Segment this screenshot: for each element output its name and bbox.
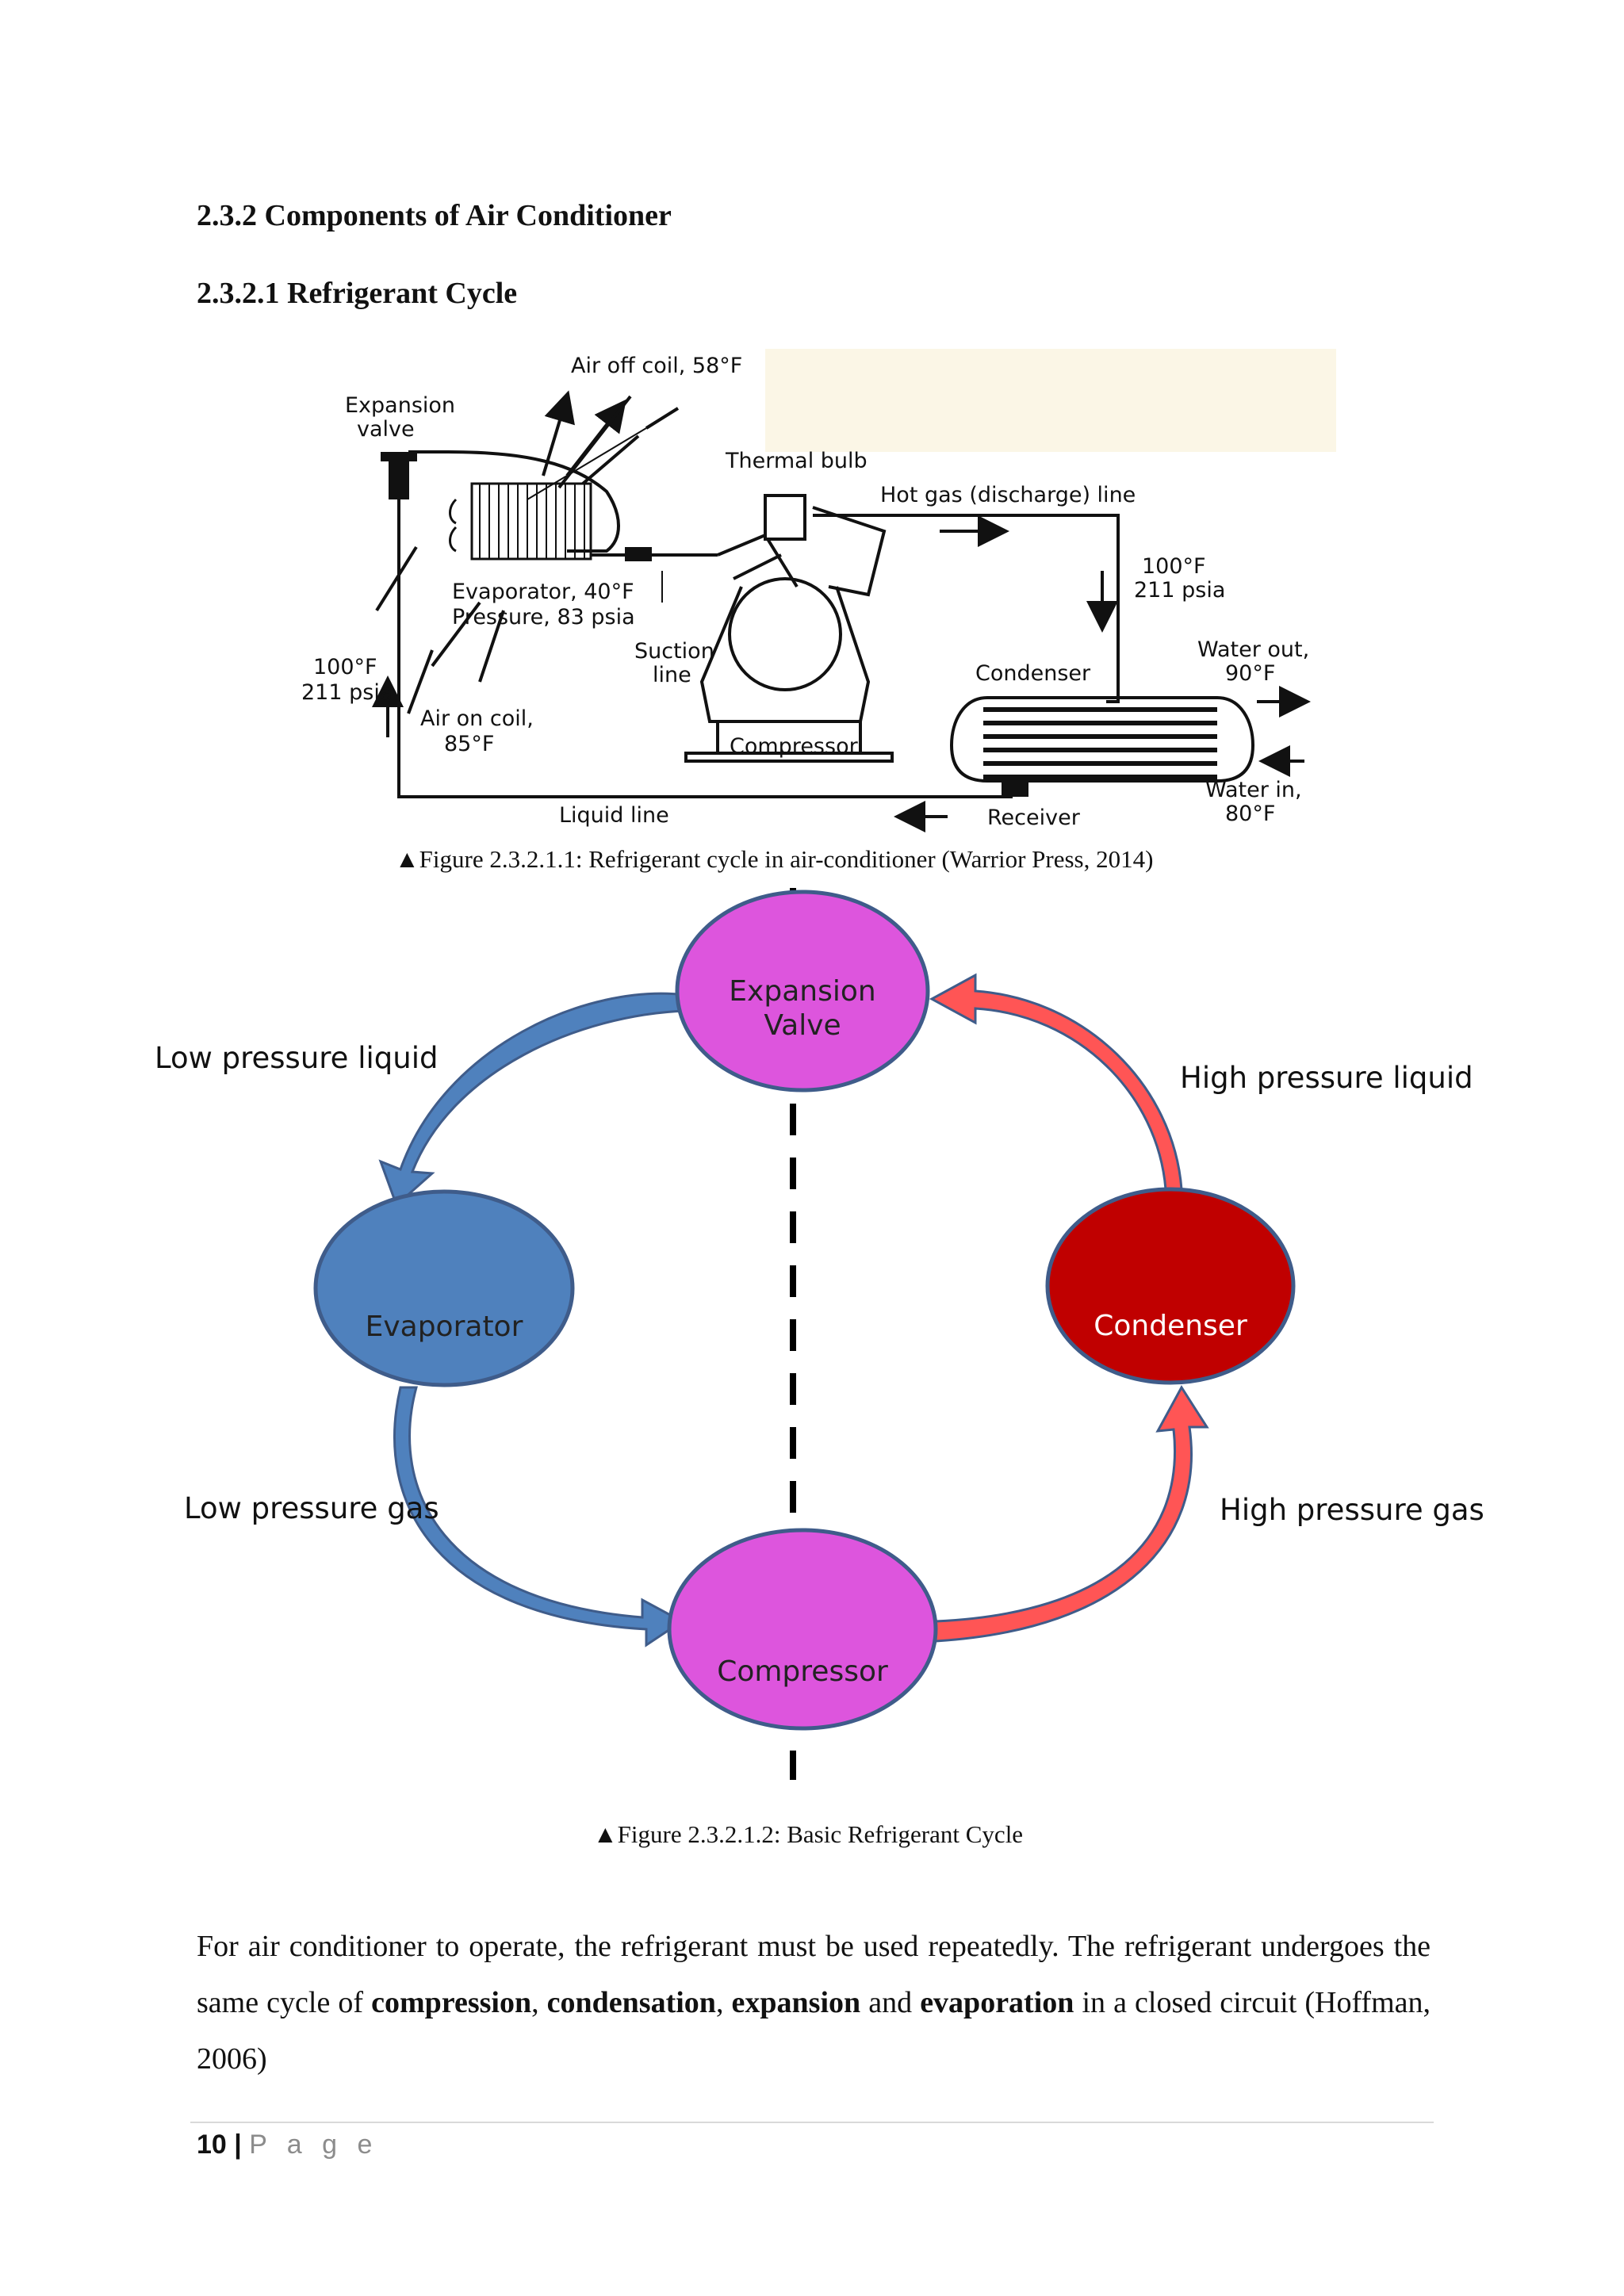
fig1-label: 80°F xyxy=(1225,802,1275,826)
compressor-label: Compressor xyxy=(717,1655,888,1688)
fig1-label: valve xyxy=(357,417,415,442)
low-pressure-gas-label: Low pressure gas xyxy=(184,1491,439,1525)
basic-refrigerant-cycle: Expansion Valve Evaporator Condenser Com… xyxy=(0,888,1624,1792)
page-number: 10 xyxy=(197,2130,227,2160)
condenser-node xyxy=(1045,1187,1296,1385)
fig1-label: Compressor xyxy=(730,734,859,759)
fig1-label: line xyxy=(653,663,691,687)
fig1-label: Condenser xyxy=(975,661,1091,686)
arrow-high-pressure-liquid xyxy=(929,973,1183,1191)
term-condensation: condensation xyxy=(546,1986,716,2019)
low-pressure-liquid-label: Low pressure liquid xyxy=(155,1041,438,1075)
term-expansion: expansion xyxy=(731,1986,861,2019)
body-paragraph: For air conditioner to operate, the refr… xyxy=(197,1919,1431,2087)
condenser-label: Condenser xyxy=(1094,1310,1247,1342)
refrigerant-cycle-schematic: Expansion valve Air off coil, 58°F Therm… xyxy=(289,349,1336,840)
figure-1-caption: ▲Figure 2.3.2.1.1: Refrigerant cycle in … xyxy=(395,845,1154,873)
compressor-node xyxy=(667,1528,938,1731)
paragraph-text: For air conditioner to operate, the refr… xyxy=(197,1930,1431,2019)
fig1-label: 211 psia xyxy=(301,680,393,705)
paragraph-separator: , xyxy=(715,1986,732,2019)
high-pressure-liquid-label: High pressure liquid xyxy=(1180,1061,1473,1095)
fig1-label: 85°F xyxy=(444,732,494,756)
fig1-label: Suction xyxy=(634,639,714,664)
hot-gas-line xyxy=(813,514,1120,703)
fig1-label: 100°F xyxy=(313,655,377,679)
section-heading: 2.3.2 Components of Air Conditioner xyxy=(197,199,672,232)
page-footer: 10 | P a g e xyxy=(197,2130,378,2160)
fig1-label: Hot gas (discharge) line xyxy=(880,483,1136,507)
arrow-low-pressure-gas xyxy=(393,1386,684,1647)
fig1-label: Air off coil, 58°F xyxy=(571,354,742,378)
fig1-label: Receiver xyxy=(987,806,1081,830)
evaporator-node xyxy=(313,1189,575,1387)
term-compression: compression xyxy=(371,1986,532,2019)
paragraph-text: in a closed circuit (Hoffman, 2006) xyxy=(197,1986,1431,2076)
schematic-drawing: Expansion valve Air off coil, 58°F Therm… xyxy=(301,349,1336,832)
fig1-label: 211 psia xyxy=(1134,578,1225,603)
expansion-valve-node xyxy=(675,890,930,1093)
arrow-high-pressure-gas xyxy=(934,1385,1209,1643)
fig1-label: 100°F xyxy=(1142,554,1206,579)
paragraph-separator: , xyxy=(531,1986,547,2019)
cycle-drawing: Expansion Valve Evaporator Condenser Com… xyxy=(155,888,1484,1780)
fig1-label: Water out, xyxy=(1197,637,1309,662)
high-pressure-gas-label: High pressure gas xyxy=(1220,1493,1484,1527)
term-evaporation: evaporation xyxy=(920,1986,1074,2019)
fig1-label: 90°F xyxy=(1225,661,1275,686)
fig1-label: Air on coil, xyxy=(420,706,534,731)
subsection-heading: 2.3.2.1 Refrigerant Cycle xyxy=(197,277,518,310)
figure-2-caption: ▲Figure 2.3.2.1.2: Basic Refrigerant Cyc… xyxy=(593,1820,1024,1848)
fig1-label: Liquid line xyxy=(559,803,669,828)
footer-separator: | xyxy=(226,2130,250,2160)
fig1-label: Expansion xyxy=(345,393,455,418)
scan-tint xyxy=(765,349,1336,452)
footer-rule xyxy=(190,2122,1434,2123)
evaporator-label: Evaporator xyxy=(366,1311,523,1343)
expansion-valve-label-1: Expansion xyxy=(729,975,875,1008)
paragraph-separator: and xyxy=(860,1986,921,2019)
fig1-label: Thermal bulb xyxy=(725,449,868,473)
fig1-label: Pressure, 83 psia xyxy=(452,605,635,629)
arrow-low-pressure-liquid xyxy=(378,992,688,1207)
fig1-label: Water in, xyxy=(1205,778,1302,802)
fig1-label: Evaporator, 40°F xyxy=(452,580,634,604)
expansion-valve-body xyxy=(389,460,409,499)
expansion-valve-label-2: Valve xyxy=(764,1009,841,1042)
page-word: P a g e xyxy=(249,2130,379,2160)
